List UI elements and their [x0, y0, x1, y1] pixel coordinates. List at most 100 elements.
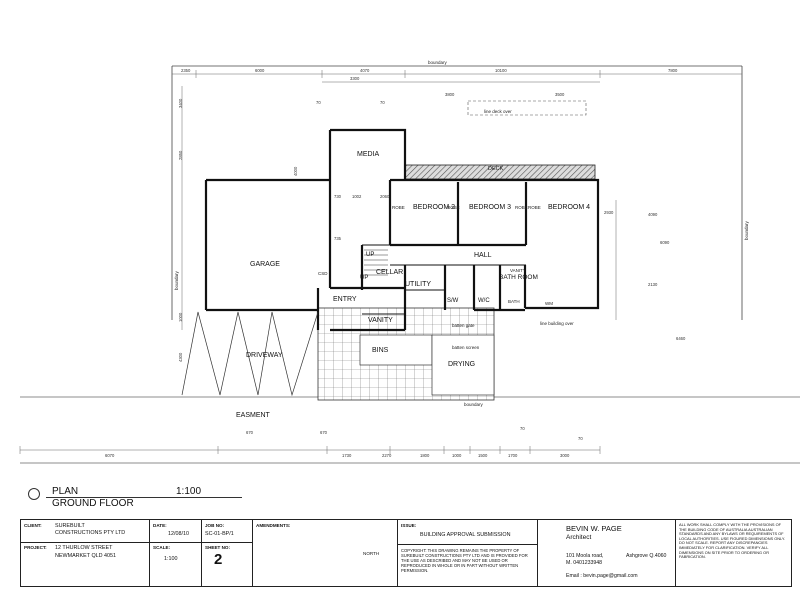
- dim-top: 4070: [360, 68, 370, 73]
- architect-email: Email : bevin.page@gmail.com: [566, 573, 638, 579]
- dim-misc: 670: [320, 430, 328, 435]
- dim-misc: 70: [380, 100, 385, 105]
- stair-up-label: UP: [366, 252, 374, 258]
- dim-misc: 70: [316, 100, 321, 105]
- boundary-label-top: boundary: [428, 60, 448, 65]
- area-easment: EASMENT: [236, 412, 271, 419]
- amendments-cell: AMENDMENTS: NORTH: [253, 520, 398, 586]
- dim-top2: 3300: [350, 76, 360, 81]
- architect-title: Architect: [566, 534, 592, 541]
- scale-value: 1:100: [164, 556, 178, 562]
- floor-plan-drawing: MEDIA BEDROOM 2 BEDROOM 3 BEDROOM 4 GARA…: [19, 60, 800, 464]
- boundary-label-left: boundary: [174, 270, 179, 290]
- wm-label: WM: [545, 301, 553, 306]
- robe-label: ROBE: [515, 205, 528, 210]
- architect-suburb: Ashgrove Q.4060: [626, 553, 667, 559]
- compliance-note: ALL WORK SHALL COMPLY WITH THE PROVISION…: [679, 522, 786, 560]
- room-bedroom-4: BEDROOM 4: [548, 204, 590, 211]
- deck-line: [467, 100, 587, 116]
- job-no-label: JOB NO:: [205, 523, 225, 528]
- dim-misc: 6460: [676, 336, 686, 341]
- dim-bottom: 1000: [452, 453, 462, 458]
- room-entry: ENTRY: [333, 296, 357, 303]
- dim-bottom: 1800: [420, 453, 430, 458]
- robe-label: ROBE: [392, 205, 405, 210]
- issue-divider: [398, 544, 538, 545]
- dim-left: 3400: [178, 98, 183, 108]
- architect-name: BEVIN W. PAGE: [566, 524, 622, 533]
- job-no-value: SC-01-BP/1: [205, 531, 234, 537]
- dim-bottom: 1700: [508, 453, 518, 458]
- date-value: 12/08/10: [168, 531, 189, 537]
- boundary-label-right: boundary: [744, 220, 749, 240]
- project-value: 12 THURLOW STREET: [55, 545, 113, 551]
- client-label: CLIENT:: [24, 523, 42, 528]
- dim-bottom: 6070: [105, 453, 115, 458]
- batten-gate-label: batten gate: [452, 323, 475, 328]
- date-scale-cell: DATE: 12/08/10 SCALE: 1:100: [150, 520, 202, 586]
- dim-misc: 70: [578, 436, 583, 441]
- dim-right: 2130: [648, 282, 658, 287]
- dim-misc: 670: [246, 430, 254, 435]
- boundary-label-bottom: boundary: [464, 402, 484, 407]
- dim-left: 4300: [178, 352, 183, 362]
- bins-area: [359, 334, 433, 366]
- dim-top: 10100: [495, 68, 507, 73]
- dim-top2: 3500: [555, 92, 565, 97]
- room-vanity: VANITY: [368, 317, 393, 324]
- room-hall: HALL: [474, 252, 492, 259]
- job-sheet-cell: JOB NO: SC-01-BP/1 SHEET NO: 2: [202, 520, 253, 586]
- dim-right: 2930: [604, 210, 614, 215]
- tb-divider: [21, 542, 253, 543]
- stair: [364, 249, 388, 276]
- drying-area: [431, 334, 495, 396]
- room-utility: UTILITY: [405, 281, 431, 288]
- area-drying: DRYING: [448, 361, 475, 368]
- room-garage: GARAGE: [250, 261, 280, 268]
- architect-cell: BEVIN W. PAGE Architect 101 Moola road, …: [538, 520, 676, 586]
- deck-over-label: line deck over: [484, 109, 512, 114]
- dim-top: 7800: [668, 68, 678, 73]
- client-value-2: CONSTRUCTIONS PTY LTD: [55, 530, 126, 536]
- room-sw: S/W: [447, 298, 459, 304]
- dim-misc: 2060: [380, 194, 390, 199]
- dim-bottom: 3000: [560, 453, 570, 458]
- stair-up-label-2: UP: [360, 275, 368, 281]
- issue-value: BUILDING APPROVAL SUBMISSION: [420, 532, 511, 538]
- title-rule: [46, 497, 242, 498]
- dim-misc: 735: [334, 236, 342, 241]
- bath-label: BATH: [508, 299, 520, 304]
- sheet-no-value: 2: [214, 551, 223, 568]
- issue-cell: ISSUE: BUILDING APPROVAL SUBMISSION COPY…: [398, 520, 538, 586]
- room-bath-room: BATH ROOM: [499, 274, 538, 281]
- copyright-note: COPYRIGHT: THIS DRAWING REMAINS THE PROP…: [401, 548, 528, 573]
- plan-scale: 1:100: [176, 486, 202, 497]
- dim-top: 6000: [255, 68, 265, 73]
- dimension-lines: [19, 70, 743, 454]
- dim-right: 6090: [660, 240, 670, 245]
- architect-mobile: M. 0401233948: [566, 560, 603, 566]
- room-bedroom-2: BEDROOM 2: [413, 204, 455, 211]
- room-media: MEDIA: [357, 151, 380, 158]
- area-driveway: DRIVEWAY: [246, 352, 283, 359]
- driveway-marking: [181, 311, 319, 397]
- north-label: NORTH: [363, 551, 380, 556]
- project-value-2: NEWMARKET QLD 4051: [55, 553, 117, 559]
- area-bins: BINS: [372, 347, 389, 354]
- house-walls: [204, 128, 600, 332]
- client-value: SUREBUILT: [55, 523, 85, 529]
- dim-left: 1000: [178, 312, 183, 322]
- project-label: PROJECT:: [24, 545, 47, 550]
- robe-label: ROBE: [447, 205, 460, 210]
- batten-screen-label: batten screen: [452, 345, 480, 350]
- robe-label: ROBE: [528, 205, 541, 210]
- issue-label: ISSUE:: [401, 523, 417, 528]
- amendments-label: AMENDMENTS:: [256, 523, 291, 528]
- room-wc: W/C: [478, 298, 490, 304]
- floor-label: GROUND FLOOR: [52, 498, 134, 509]
- plan-marker-icon: [28, 488, 40, 500]
- dim-top2: 3800: [445, 92, 455, 97]
- dim-left: 4000: [293, 166, 298, 176]
- room-bedroom-3: BEDROOM 3: [469, 204, 511, 211]
- dim-top: 2350: [181, 68, 191, 73]
